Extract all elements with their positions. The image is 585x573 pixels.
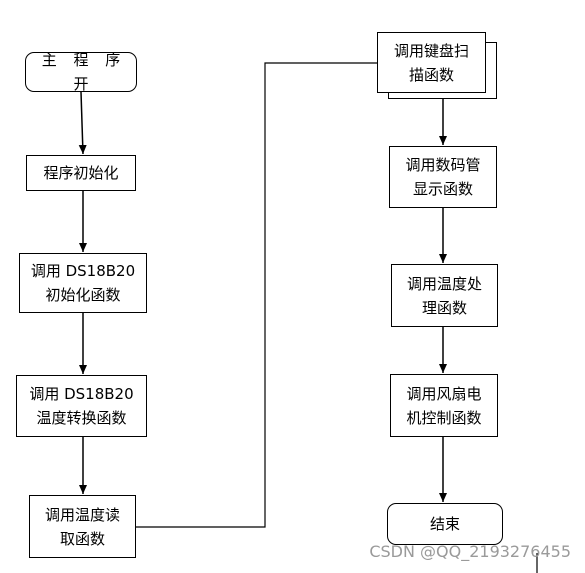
digit-display-process-box: 调用数码管 显示函数 [389, 146, 497, 208]
temp-process-label: 调用温度处 理函数 [406, 274, 482, 317]
init-label: 程序初始化 [43, 164, 119, 182]
ds18b20-init-process-box: 调用 DS18B20 初始化函数 [19, 253, 147, 313]
digit-display-label: 调用数码管 显示函数 [405, 156, 481, 198]
keyboard-scan-process-box: 调用键盘扫 描函数 [377, 32, 486, 93]
edge-temp-read-to-keyboard-scan [136, 62, 377, 528]
csdn-watermark: CSDN @QQ_2193276455 [369, 542, 571, 561]
start-terminal: 主 程 序 开 [25, 51, 137, 93]
temp-process-process-box: 调用温度处 理函数 [391, 264, 498, 327]
end-label: 结束 [429, 515, 460, 533]
ds18b20-convert-label: 调用 DS18B20 温度转换函数 [29, 385, 134, 427]
edge-start-to-init [78, 91, 87, 155]
temp-read-process-box: 调用温度读 取函数 [29, 495, 136, 558]
keyboard-scan-label: 调用键盘扫 描函数 [393, 41, 469, 84]
ds18b20-convert-process-box: 调用 DS18B20 温度转换函数 [16, 375, 147, 437]
temp-read-label: 调用温度读 取函数 [44, 505, 120, 548]
end-terminal: 结束 [387, 503, 503, 545]
ds18b20-init-label: 调用 DS18B20 初始化函数 [30, 262, 136, 304]
fan-motor-label: 调用风扇电 机控制函数 [406, 384, 482, 427]
fan-motor-process-box: 调用风扇电 机控制函数 [390, 374, 498, 437]
init-process-box: 程序初始化 [26, 155, 136, 191]
start-label: 主 程 序 开 [41, 51, 127, 93]
